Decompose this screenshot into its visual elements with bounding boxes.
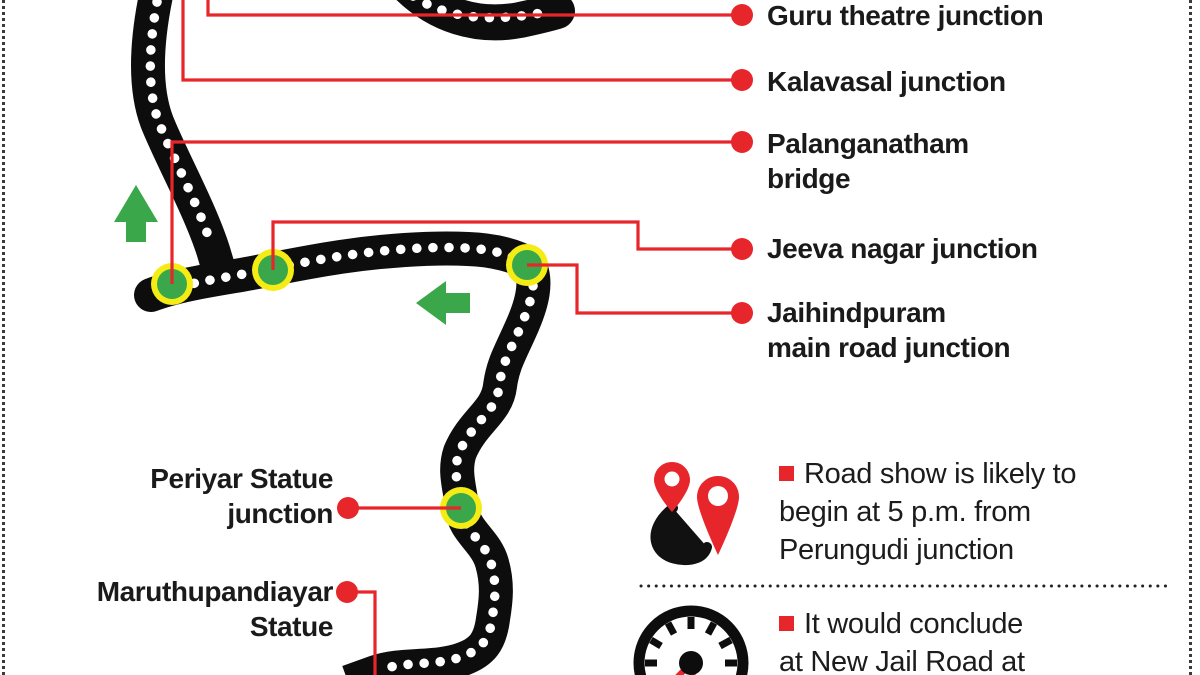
route-pins-icon (650, 462, 739, 566)
up-arrow-icon (114, 185, 158, 242)
junction-label-palanganatham-bridge: Palanganatham bridge (767, 128, 969, 194)
junction-label-maruthupandiayar-statue: Maruthupandiayar Statue (96, 576, 334, 642)
leader-palanganatham (170, 140, 742, 284)
leader-guru (206, 0, 742, 17)
leader-lines (170, 0, 742, 675)
clock-icon (633, 605, 749, 675)
right-dotted-border (1189, 0, 1192, 675)
note-text: Road show is likely to begin at 5 p.m. f… (779, 458, 1077, 566)
note-road-show-end: It would conclude at New Jail Road at (779, 605, 1179, 675)
label-dots (336, 4, 753, 603)
junction-label-guru-theatre: Guru theatre junction (767, 0, 1044, 31)
left-dotted-border (2, 0, 5, 675)
junction-label-jaihindpuram: Jaihindpuram main road junction (767, 297, 1011, 363)
junction-label-jeeva-nagar: Jeeva nagar junction (767, 233, 1038, 264)
note-text: It would conclude at New Jail Road at (779, 608, 1025, 675)
leader-kalavasal (181, 0, 742, 82)
leader-jeeva (271, 220, 742, 270)
leader-jaihindpuram (527, 263, 742, 315)
direction-arrows (114, 185, 470, 325)
red-square-bullet-icon (779, 466, 794, 481)
note-road-show-start: Road show is likely to begin at 5 p.m. f… (779, 455, 1179, 569)
junction-label-periyar-statue: Periyar Statue junction (150, 463, 333, 529)
left-arrow-icon (416, 281, 470, 325)
junction-label-kalavasal: Kalavasal junction (767, 66, 1006, 97)
red-square-bullet-icon (779, 616, 794, 631)
